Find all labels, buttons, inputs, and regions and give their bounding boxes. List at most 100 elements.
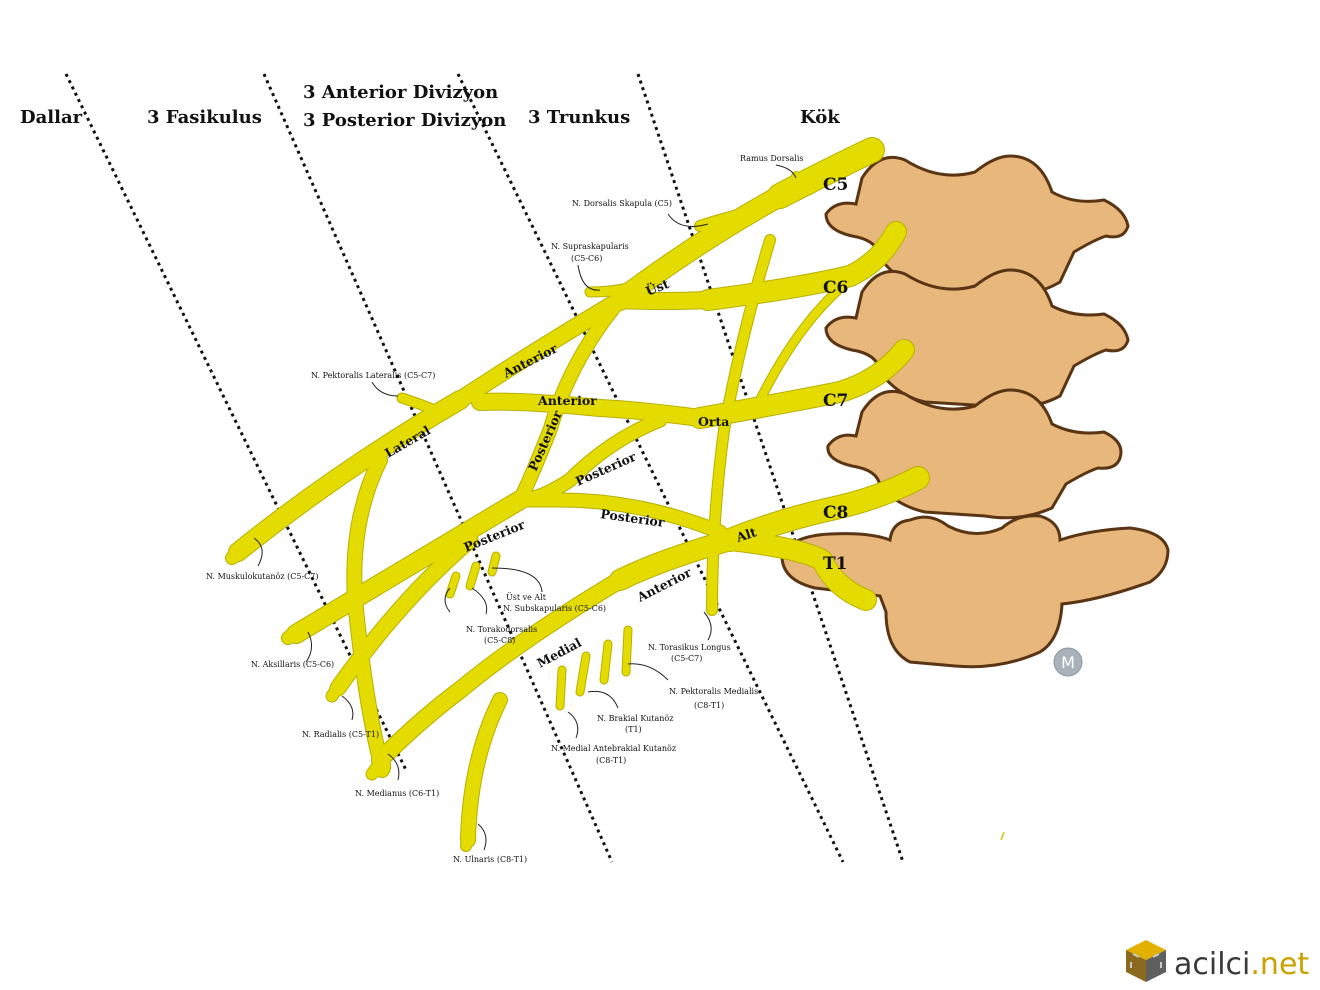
arrow-dorsal-scapular [667,213,709,227]
label-subscapular-1: Üst ve Alt [506,593,547,602]
arrow-subscapular [491,567,543,593]
nerve-radial [330,532,478,696]
header-trunks: 3 Trunkus [528,107,630,128]
arrow-ulnar [477,823,487,851]
label-dorsal-scapular: N. Dorsalis Skapula (C5) [572,199,672,208]
arrow-axillary [305,631,312,663]
header-roots: Kök [800,107,840,128]
nerve-lower-anterior [452,572,628,698]
divider-line-4 [636,73,905,863]
nerve-ulnar [461,693,507,847]
vertebrae [780,154,1170,669]
header-divisions-line1: 3 Anterior Divizyon [303,82,498,103]
root-label-c8: C8 [823,503,848,523]
zone-dividers [64,73,905,863]
nerve-thoracodorsal [466,562,480,590]
nerve-long-thoracic-2 [756,276,854,404]
m-badge: M [1053,647,1083,677]
header-cords: 3 Fasikulus [147,107,262,128]
label-brachial-cutaneous-1: N. Brakial Kutanöz [597,714,673,723]
nerve-medial-pectoral [622,626,632,676]
label-subscapular-2: N. Subskapularis (C5-C6) [503,604,606,613]
nerve-subscapular [488,552,500,576]
label-thoracodorsal-1: N. Torakodorsalis [466,625,537,634]
label-thoracodorsal-2: (C5-C8) [484,636,515,645]
root-label-c7: C7 [823,391,848,411]
nerve-musculocutaneous-end [226,540,256,564]
arrow-long-thoracic [703,611,712,641]
label-long-thoracic-1: N. Torasikus Longus [648,643,731,652]
nerve-long-thoracic [707,235,775,615]
label-musculocutaneous: N. Muskulokutanöz (C5-C7) [206,572,318,581]
label-median: N. Medianus (C6-T1) [355,789,439,798]
vertebra-c6 [824,268,1130,410]
nerve-suprascapular [585,279,645,297]
label-suprascapular-2: (C5-C6) [571,254,602,263]
nerve-upper-posterior [513,293,627,507]
arrow-antebrachial-cutaneous [567,711,579,739]
nerve-median-end [366,754,388,780]
label-medial-pectoral-1: N. Pektoralis Medialis [669,687,758,696]
nerve-t1-root [720,530,876,610]
arrow-lateral-pectoral [371,381,399,397]
label-brachial-cutaneous-2: (T1) [625,725,642,734]
label-ulnar: N. Ulnaris (C8-T1) [453,855,527,864]
m-badge-circle [1053,647,1083,677]
nerve-antebrachial-2 [556,666,566,710]
divider-line-3 [456,73,845,863]
arrow-thoracodorsal [471,587,488,615]
nerve-c7-root [690,340,914,428]
nerve-antebrachial-cutaneous [576,652,590,696]
label-middle-trunk: Orta [698,414,729,429]
nerve-lower-posterior [513,493,727,539]
arrow-musculocutaneous [253,537,263,567]
nerve-middle-trunk [472,393,708,426]
label-medial-pectoral-2: (C8-T1) [694,701,724,710]
label-suprascapular-1: N. Supraskapularis [551,242,629,251]
arrow-dorsal-ramus [775,164,797,179]
root-label-t1: T1 [823,554,847,574]
nerve-ulnar-end [461,831,473,851]
nerve-medial-cord [372,682,468,768]
nerve-dorsal-ramus [792,172,814,194]
label-dorsal-ramus: Ramus Dorsalis [740,154,804,163]
nerve-network [225,137,930,852]
vertebra-c5 [824,154,1130,296]
nerve-c6-joins-upper [612,292,716,309]
arrow-median [387,753,400,781]
header-divisions-line2: 3 Posterior Divizyon [303,110,506,131]
cube-icon [1126,940,1166,982]
label-lateral-pectoral: N. Pektoralis Lateralis (C5-C7) [311,371,435,380]
nerve-axillary-end [282,622,306,644]
logo-word: acilci [1174,947,1250,982]
branch-arrows [253,164,797,851]
nerve-thoracodorsal-2 [446,572,460,598]
divider-line-1 [64,73,408,771]
label-axillary: N. Aksillaris (C5-C6) [251,660,334,669]
header-branches: Dallar [20,107,83,128]
nerve-radial-end [326,678,346,702]
nerve-upper-anterior [452,292,628,408]
arrow-suprascapular [577,264,601,291]
arrow-thoracodorsal-2 [444,587,451,613]
nerve-lateral-pectoral [397,393,445,417]
arrow-radial [341,695,354,721]
nerve-brachial-cutaneous [600,640,612,684]
label-anterior-middle: Anterior [537,393,597,408]
logo-wordmark: acilci.net [1174,947,1309,982]
nerve-posterior-cord [287,491,529,643]
m-badge-text: M [1061,653,1075,672]
label-radial: N. Radialis (C5-T1) [302,730,379,739]
label-antebrachial-cutaneous-2: (C8-T1) [596,756,626,765]
label-long-thoracic-2: (C5-C7) [671,654,702,663]
label-posterior-upper: Posterior [525,408,565,473]
logo-suffix: .net [1250,947,1309,982]
label-antebrachial-cutaneous-1: N. Medial Antebrakial Kutanöz [551,744,676,753]
nerve-c5-root [768,138,884,208]
nerve-lateral-cord [229,391,469,561]
arrow-medial-pectoral [627,663,669,681]
nerve-c8-root [719,467,929,551]
arrow-brachial-cutaneous [587,690,619,709]
